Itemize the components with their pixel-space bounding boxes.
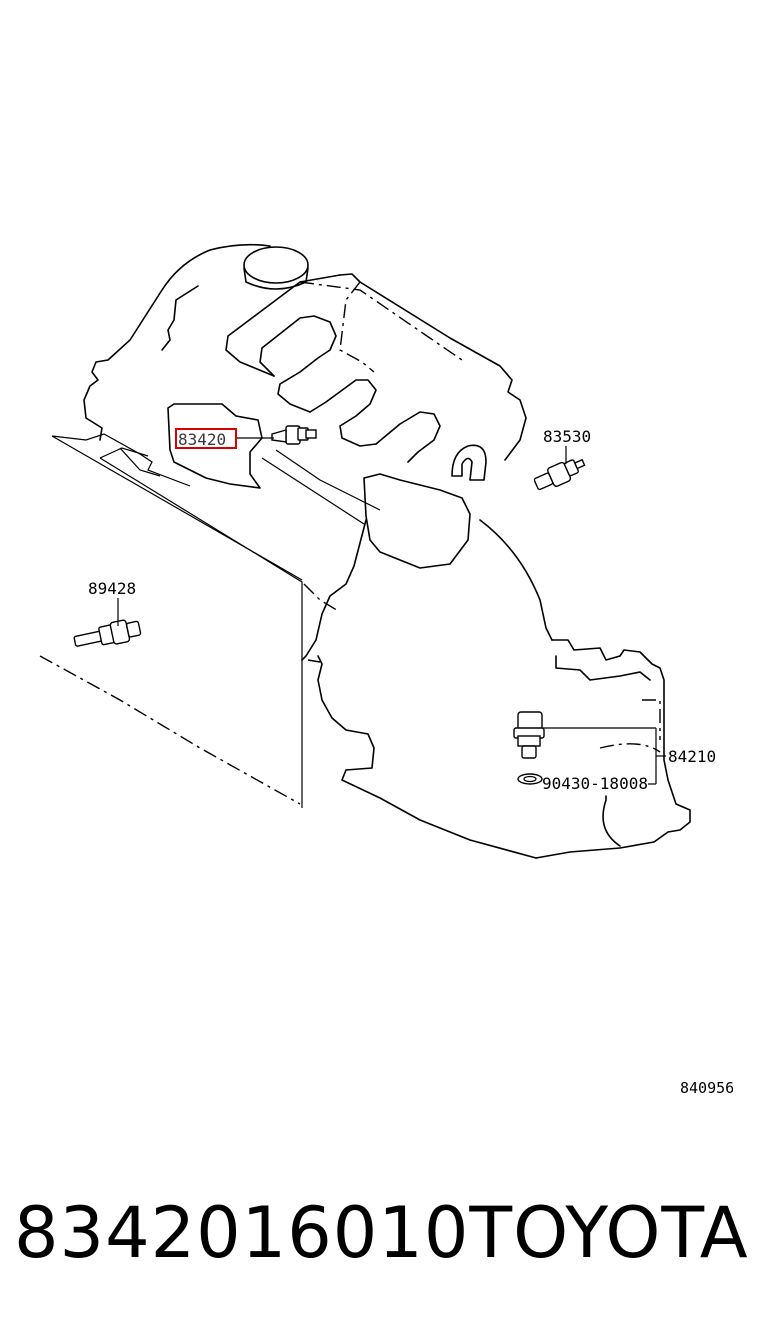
highlight-box-83420 xyxy=(175,428,237,449)
product-caption: 8342016010 TOYOTA xyxy=(14,1188,749,1278)
callout-90430-18008[interactable]: 90430-18008 xyxy=(542,774,648,793)
callout-83420[interactable]: 83420 xyxy=(178,430,226,449)
brand-name: TOYOTA xyxy=(469,1192,749,1274)
engine-outline xyxy=(39,243,691,859)
callout-83530[interactable]: 83530 xyxy=(543,427,591,446)
gasket-90430-icon xyxy=(517,773,543,785)
sensor-89428-icon xyxy=(73,619,142,647)
figure-code: 840956 xyxy=(680,1079,734,1097)
callout-84210[interactable]: 84210 xyxy=(668,747,716,766)
leader-lines xyxy=(117,437,666,785)
callout-89428[interactable]: 89428 xyxy=(88,579,136,598)
switch-84210-icon xyxy=(513,711,545,759)
engine-parts-diagram: 83420 83530 89428 84210 90430-18008 8409… xyxy=(39,243,734,1097)
sensor-83530-icon xyxy=(533,458,586,491)
sensor-83420-icon xyxy=(271,425,317,445)
part-number: 8342016010 xyxy=(14,1192,470,1274)
